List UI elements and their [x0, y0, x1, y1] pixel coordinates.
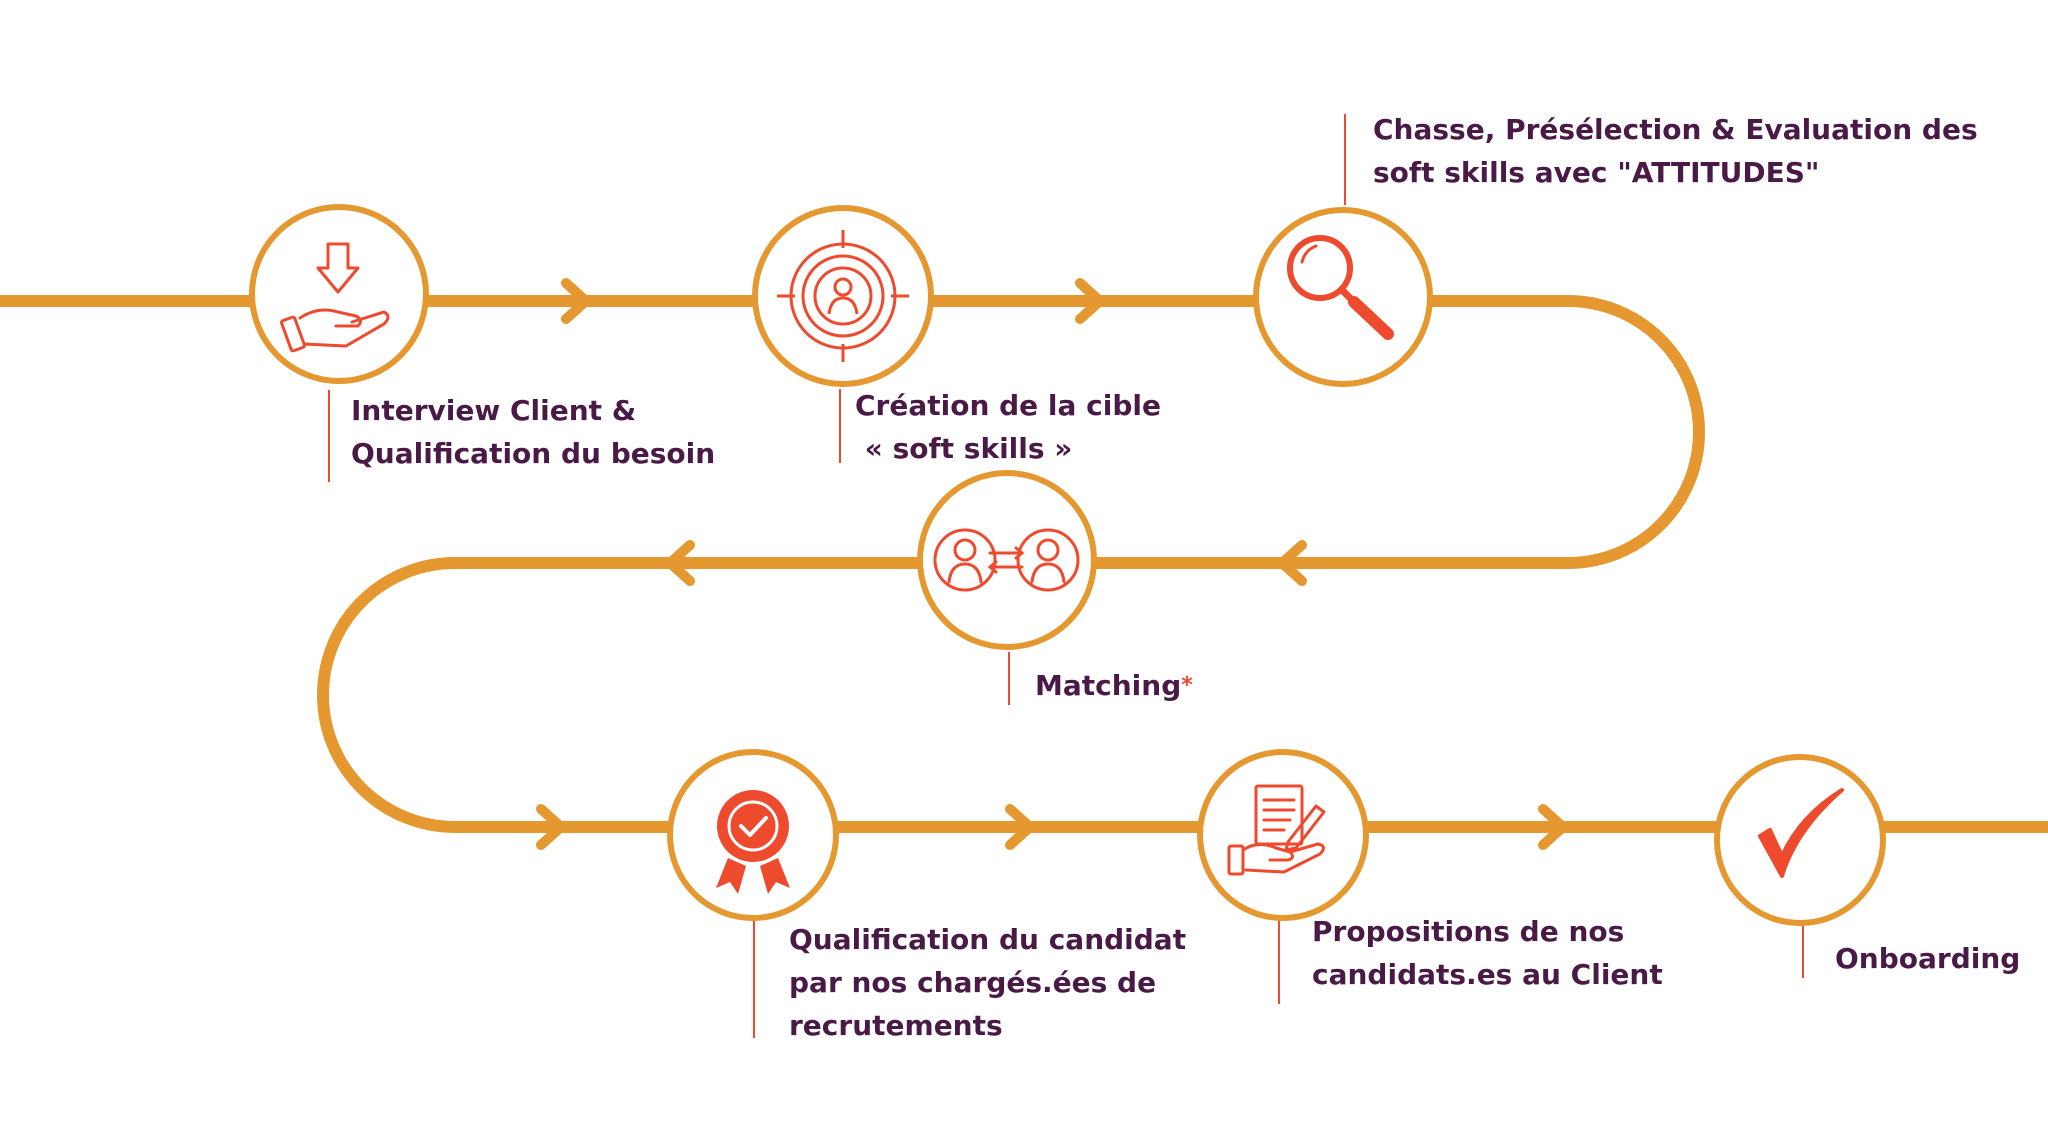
arrow-right-icon [536, 804, 566, 850]
arrow-right-icon [1538, 804, 1568, 850]
step-label-line: Qualification du besoin [351, 437, 716, 470]
step-circle-interview [249, 204, 429, 384]
step-label-cible: Création de la cible « soft skills » [855, 384, 1161, 470]
step-label-line: soft skills avec "ATTITUDES" [1373, 156, 1820, 189]
step-label-line: Création de la cible [855, 389, 1161, 422]
step-label-line: Propositions de nos [1312, 915, 1625, 948]
step-label-line: recrutements [789, 1009, 1003, 1042]
step-label-line: « soft skills » [855, 432, 1073, 465]
target-person-icon [777, 230, 909, 362]
document-hand-icon [1227, 784, 1326, 876]
step-label-line: candidats.es au Client [1312, 958, 1663, 991]
award-badge-icon [716, 790, 790, 894]
step-label-line: par nos chargés.ées de [789, 966, 1157, 999]
step-label-qualification: Qualification du candidat par nos chargé… [789, 918, 1186, 1047]
checkmark-icon [1758, 788, 1844, 878]
step-label-propositions: Propositions de nos candidats.es au Clie… [1312, 910, 1663, 996]
asterisk-marker: * [1181, 673, 1193, 698]
arrow-right-icon [561, 278, 591, 324]
step-label-text: Matching [1035, 669, 1182, 702]
step-label-chasse: Chasse, Présélection & Evaluation des so… [1373, 108, 1978, 194]
step-label-line: Qualification du candidat [789, 923, 1187, 956]
arrow-left-icon [1277, 540, 1307, 586]
arrow-left-icon [665, 540, 695, 586]
step-label-line: Onboarding [1835, 942, 2021, 975]
step-label-line: Chasse, Présélection & Evaluation des [1373, 113, 1978, 146]
people-exchange-icon [933, 528, 1080, 592]
arrow-right-icon [1075, 278, 1105, 324]
step-circle-chasse [1253, 207, 1433, 387]
step-label-interview: Interview Client & Qualification du beso… [351, 389, 715, 475]
step-circle-propositions [1197, 749, 1369, 921]
arrow-right-icon [1005, 804, 1035, 850]
step-label-matching: Matching* [1035, 664, 1193, 707]
step-circle-matching [917, 470, 1097, 650]
hand-arrow-icon [280, 242, 390, 353]
step-label-onboarding: Onboarding [1835, 937, 2020, 980]
step-label-line: Matching* [1035, 669, 1193, 702]
magnifier-icon [1287, 235, 1394, 340]
step-label-line: Interview Client & [351, 394, 637, 427]
